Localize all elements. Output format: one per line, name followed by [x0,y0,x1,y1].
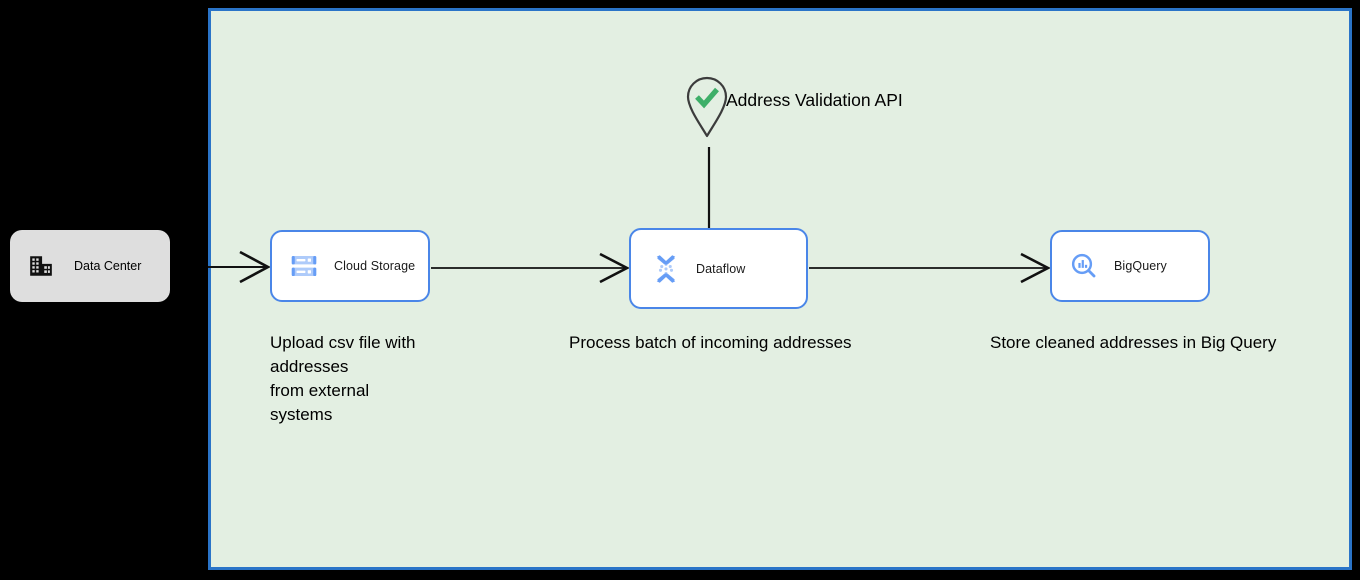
office-building-icon [28,253,54,279]
cloud-storage-icon [290,252,318,280]
node-label-bigquery: BigQuery [1114,259,1167,273]
node-bigquery[interactable]: BigQuery [1050,230,1210,302]
bigquery-icon [1070,252,1098,280]
service-label-address-validation-api: Address Validation API [726,90,903,110]
dataflow-icon [651,254,681,284]
node-label-cloud-storage: Cloud Storage [334,259,416,273]
service-address-validation-api[interactable]: Address Validation API [684,76,903,138]
caption-process: Process batch of incoming addresses [569,333,852,352]
node-label-dataflow: Dataflow [696,261,746,276]
node-label-data-center: Data Center [74,259,142,273]
node-data-center[interactable]: Data Center [10,230,170,302]
node-dataflow[interactable]: Dataflow [629,228,808,309]
caption-upload: Upload csv file with addresses from exte… [270,333,416,424]
map-pin-check-icon [684,76,730,138]
caption-store: Store cleaned addresses in Big Query [990,333,1277,352]
node-cloud-storage[interactable]: Cloud Storage [270,230,430,302]
